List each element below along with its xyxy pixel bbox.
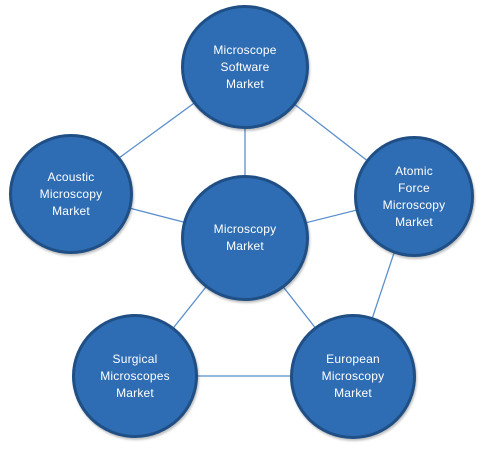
node-microscopy-market: Microscopy Market (181, 175, 309, 301)
node-atomic-force-microscopy-market: Atomic Force Microscopy Market (354, 136, 474, 257)
node-european-microscopy-market: European Microscopy Market (290, 314, 416, 439)
node-acoustic-microscopy-market: Acoustic Microscopy Market (9, 134, 133, 254)
node-label: Microscopy Market (213, 222, 277, 253)
node-label: Atomic Force Microscopy Market (382, 163, 446, 229)
node-microscope-software-market: Microscope Software Market (181, 5, 309, 129)
node-label: Acoustic Microscopy Market (39, 169, 103, 218)
node-surgical-microscopes-market: Surgical Microscopes Market (72, 314, 198, 438)
node-label: Microscope Software Market (213, 42, 277, 91)
node-label: Surgical Microscopes Market (100, 351, 170, 400)
node-label: European Microscopy Market (321, 352, 385, 400)
